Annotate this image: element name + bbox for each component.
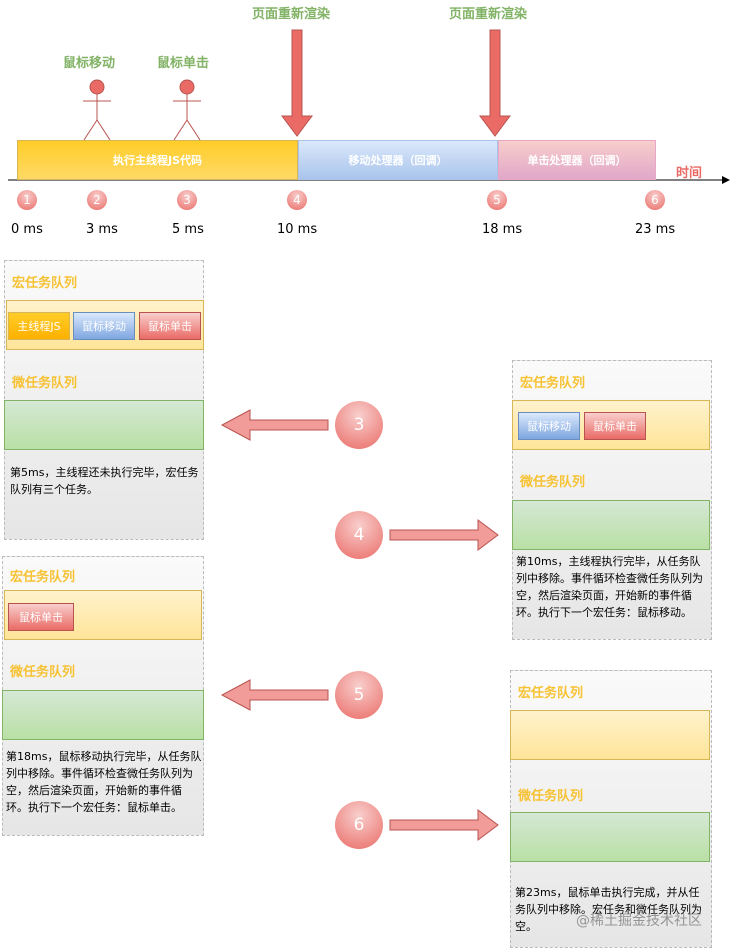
micro-queue-title: 微任务队列 (520, 475, 586, 490)
task-mouse-move: 鼠标移动 (518, 412, 580, 440)
watermark: @稀土掘金技术社区 (576, 913, 702, 929)
task-mouse-click: 鼠标单击 (139, 312, 201, 340)
user-icon (173, 79, 201, 141)
task-mouse-click: 鼠标单击 (8, 603, 74, 631)
mouse-move-label: 鼠标移动 (63, 56, 116, 71)
micro-queue-title: 微任务队列 (12, 376, 78, 391)
marker-1: 1 (17, 190, 37, 210)
segment-main-js: 执行主线程JS代码 (17, 140, 298, 180)
step-6-circle: 6 (335, 801, 383, 849)
time-3ms: 3 ms (86, 222, 118, 237)
user-icon (83, 79, 111, 141)
task-mouse-move: 鼠标移动 (73, 312, 135, 340)
step-3-description: 第5ms，主线程还未执行完毕，宏任务队列有三个任务。 (10, 466, 199, 496)
rerender-label-2: 页面重新渲染 (449, 7, 528, 22)
segment-move-handler: 移动处理器（回调） (298, 140, 498, 180)
timeline-graphics (8, 29, 730, 184)
macro-queue-box (510, 710, 710, 760)
step-5-description: 第18ms，鼠标移动执行完毕，从任务队列中移除。事件循环检查微任务队列为空，然后… (6, 750, 202, 814)
macro-queue-title: 宏任务队列 (518, 686, 584, 701)
micro-queue-box (512, 500, 710, 550)
left-arrow-icon (220, 409, 329, 441)
micro-queue-box (2, 690, 204, 740)
task-main-js: 主线程JS (8, 312, 70, 340)
marker-6: 6 (645, 190, 665, 210)
micro-queue-title: 微任务队列 (518, 789, 584, 804)
time-18ms: 18 ms (482, 222, 523, 237)
segment-click-handler: 单击处理器（回调） (498, 140, 656, 180)
step-3-circle: 3 (335, 401, 383, 449)
step-4-description: 第10ms，主线程执行完毕，从任务队列中移除。事件循环检查微任务队列为空，然后渲… (516, 555, 703, 619)
macro-queue-title: 宏任务队列 (12, 276, 78, 291)
step-4-circle: 4 (335, 511, 383, 559)
marker-3: 3 (177, 190, 197, 210)
time-5ms: 5 ms (172, 222, 204, 237)
marker-2: 2 (87, 190, 107, 210)
macro-queue-title: 宏任务队列 (520, 376, 586, 391)
rerender-label-1: 页面重新渲染 (252, 7, 331, 22)
time-0ms: 0 ms (11, 222, 43, 237)
micro-queue-title: 微任务队列 (10, 665, 76, 680)
micro-queue-box (510, 812, 710, 862)
micro-queue-box (4, 400, 204, 450)
left-arrow-icon (220, 679, 329, 711)
step-6-description: 第23ms，鼠标单击执行完成，并从任务队列中移除。宏任务和微任务队列为空。 (515, 886, 702, 933)
time-axis-label: 时间 (676, 166, 703, 181)
time-10ms: 10 ms (277, 222, 318, 237)
down-arrow-icon (479, 29, 511, 137)
right-arrow-icon (389, 519, 499, 551)
down-arrow-icon (281, 29, 313, 137)
step-5-circle: 5 (335, 671, 383, 719)
time-23ms: 23 ms (635, 222, 676, 237)
marker-5: 5 (487, 190, 507, 210)
macro-queue-title: 宏任务队列 (10, 570, 76, 585)
marker-4: 4 (287, 190, 307, 210)
mouse-click-label: 鼠标单击 (157, 56, 210, 71)
right-arrow-icon (389, 809, 499, 841)
task-mouse-click: 鼠标单击 (584, 412, 646, 440)
